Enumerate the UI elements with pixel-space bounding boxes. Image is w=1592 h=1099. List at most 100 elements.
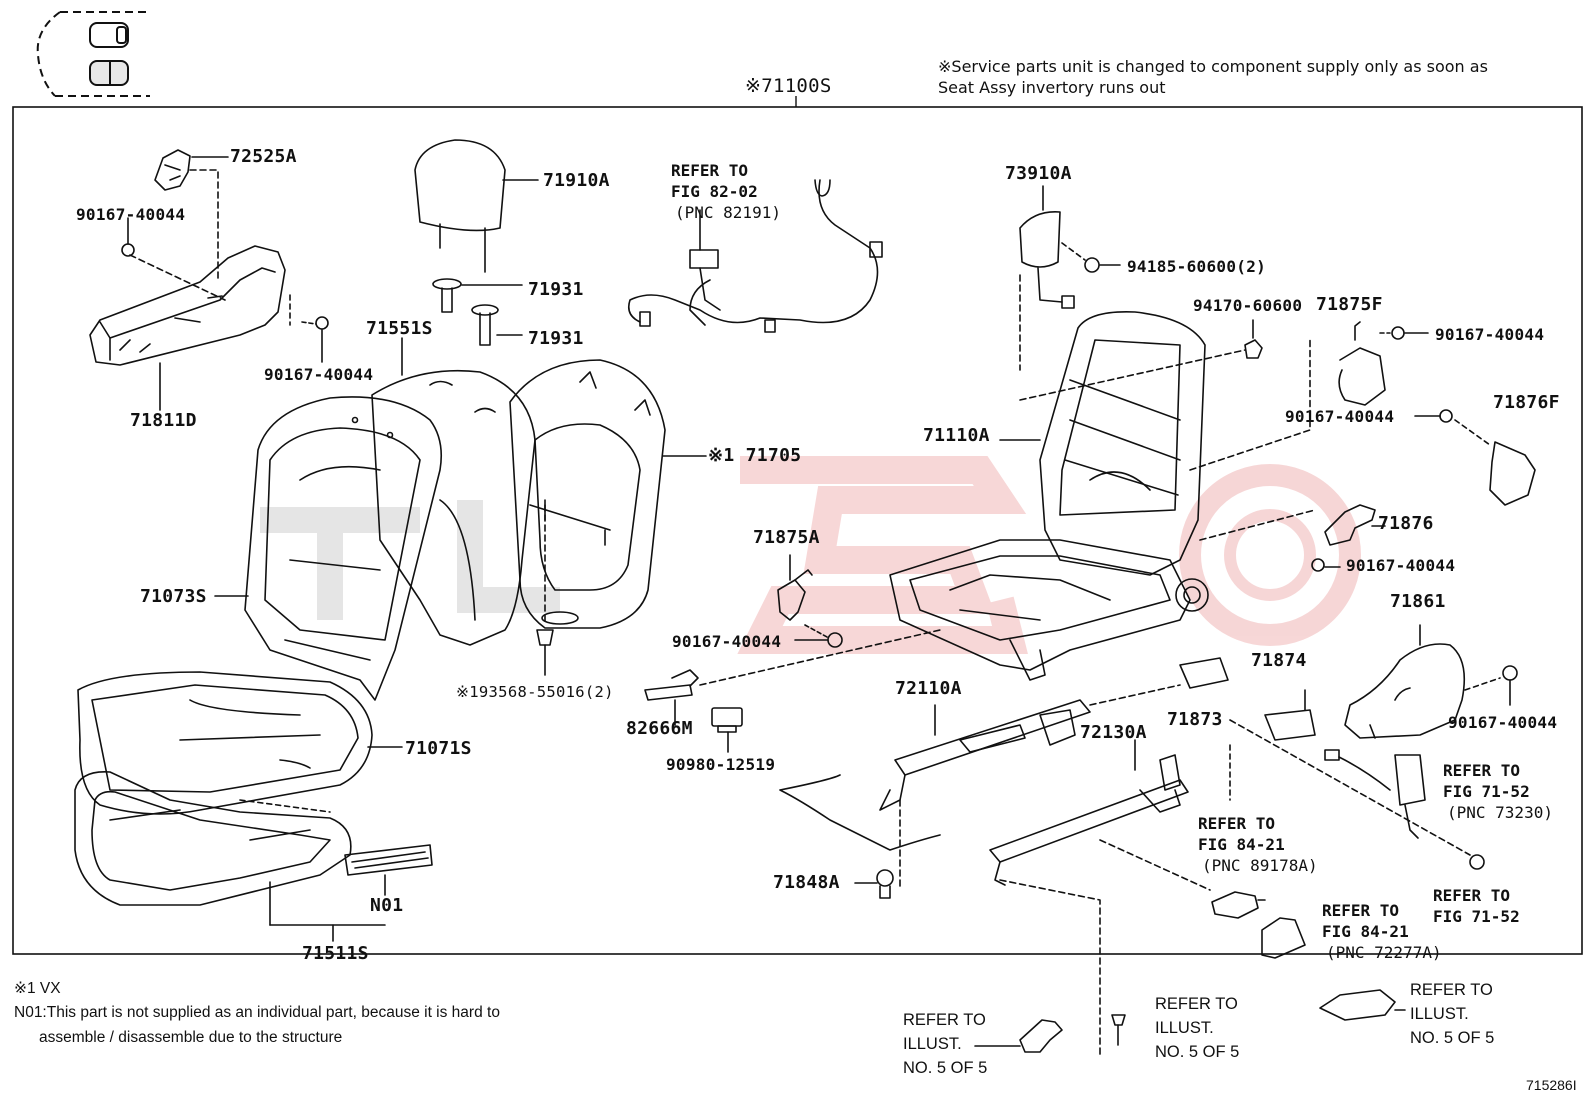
cover-71876-shape (1199, 504, 1386, 572)
ref-line: FIG 82-02 (671, 182, 758, 201)
drawing-id: 715286I (1526, 1077, 1577, 1093)
mat-n01-shape (344, 844, 433, 896)
part-label-72130a[interactable]: 72130A (1080, 722, 1147, 743)
ref-line: FIG 84-21 (1322, 922, 1409, 941)
part-label-71910a[interactable]: 71910A (543, 170, 610, 191)
refer-fig-71-52-b[interactable]: REFER TO FIG 71-52 (1433, 885, 1520, 927)
part-label-90167-40044-d[interactable]: 90167-40044 (1435, 325, 1545, 344)
airbag-73910a-shape (1019, 185, 1121, 371)
seat-locator-icon (36, 11, 150, 97)
cover-71875a-shape (699, 554, 941, 686)
illust-line: NO. 5 OF 5 (903, 1059, 988, 1077)
part-label-71110a[interactable]: 71110A (923, 425, 990, 446)
back-cover-71551s-shape (371, 337, 536, 646)
part-label-71931-b[interactable]: 71931 (528, 328, 584, 349)
illust-line: ILLUST. (1410, 1005, 1469, 1023)
assy-code-label: ※71100S (745, 75, 832, 97)
part-label-71073s[interactable]: 71073S (140, 586, 207, 607)
ref-pnc: (PNC 89178A) (1202, 856, 1318, 875)
clip-93568-shape (536, 504, 579, 676)
cover-71705-shape (509, 359, 707, 629)
illust-line: REFER TO (903, 1011, 986, 1029)
frame-71110a-shape (889, 311, 1311, 681)
service-note-line-2: Seat Assy invertory runs out (938, 78, 1166, 97)
part-label-90167-40044-g[interactable]: 90167-40044 (1448, 713, 1558, 732)
footnote-vx: ※1 VX (14, 980, 61, 997)
ref-line: REFER TO (1433, 886, 1511, 905)
ref-line: REFER TO (1322, 901, 1400, 920)
part-label-90167-40044-c[interactable]: 90167-40044 (672, 632, 782, 651)
cover-71875f-shape (1338, 321, 1429, 406)
service-note: ※Service parts unit is changed to compon… (938, 56, 1488, 98)
ref-line: FIG 71-52 (1443, 782, 1530, 801)
refer-fig-84-21-a[interactable]: REFER TO FIG 84-21 (PNC 89178A) (1198, 813, 1318, 876)
part-label-90167-40044-e[interactable]: 90167-40044 (1285, 407, 1395, 426)
part-label-71511s[interactable]: 71511S (302, 943, 369, 964)
part-label-72525a[interactable]: 72525A (230, 146, 297, 167)
service-note-line-1: ※Service parts unit is changed to compon… (938, 57, 1488, 76)
watermark-graphic (260, 456, 1361, 654)
connector-82666m-shape (644, 669, 743, 753)
ref-line: REFER TO (1443, 761, 1521, 780)
refer-illust-b[interactable]: REFER TO ILLUST. NO. 5 OF 5 (1155, 992, 1239, 1064)
part-label-71848a[interactable]: 71848A (773, 872, 840, 893)
illust-line: ILLUST. (1155, 1019, 1214, 1037)
refer-fig-84-21-b[interactable]: REFER TO FIG 84-21 (PNC 72277A) (1322, 900, 1442, 963)
refer-illust-c[interactable]: REFER TO ILLUST. NO. 5 OF 5 (1410, 978, 1494, 1050)
part-label-82666m[interactable]: 82666M (626, 718, 693, 739)
part-label-71875f[interactable]: 71875F (1316, 294, 1383, 315)
wire-harness-shape (627, 179, 883, 333)
footnote-n01-cont: assemble / disassemble due to the struct… (39, 1029, 343, 1046)
part-label-71873[interactable]: 71873 (1167, 709, 1223, 730)
ref-line: REFER TO (1198, 814, 1276, 833)
illust-line: REFER TO (1410, 981, 1493, 999)
part-label-90980-12519[interactable]: 90980-12519 (666, 755, 776, 774)
part-label-71861[interactable]: 71861 (1390, 591, 1446, 612)
bracket-71874-shape (1179, 657, 1316, 801)
illust-line: NO. 5 OF 5 (1155, 1043, 1240, 1061)
wire-71848a-shape (779, 774, 941, 899)
part-label-71875a[interactable]: 71875A (753, 527, 820, 548)
rail-72110a-shape (879, 684, 1181, 891)
nut-94170-shape (1244, 319, 1263, 359)
rail-72130a-shape (989, 739, 1211, 1056)
part-label-94170-60600[interactable]: 94170-60600 (1193, 296, 1303, 315)
part-label-90167-40044-f[interactable]: 90167-40044 (1346, 556, 1456, 575)
part-label-n01[interactable]: N01 (370, 895, 404, 916)
footnote-n01: N01:This part is not supplied as an indi… (14, 1004, 500, 1021)
part-label-71876[interactable]: 71876 (1378, 513, 1434, 534)
guide-71931-shape (432, 278, 523, 346)
ref-line: REFER TO (671, 161, 749, 180)
diagram-border (12, 106, 1583, 955)
part-label-93568-55016[interactable]: ※193568-55016(2) (456, 683, 614, 701)
sensor-89178a-shape (1211, 891, 1266, 919)
part-label-72110a[interactable]: 72110A (895, 678, 962, 699)
part-label-94185-60600[interactable]: 94185-60600(2) (1127, 257, 1267, 276)
part-label-71811d[interactable]: 71811D (130, 410, 197, 431)
clip-72525a-shape (154, 149, 229, 281)
part-label-90167-40044-a[interactable]: 90167-40044 (76, 205, 186, 224)
seat-belt-buckle-shape (1229, 719, 1485, 870)
part-label-73910a[interactable]: 73910A (1005, 163, 1072, 184)
refer-illust-a[interactable]: REFER TO ILLUST. NO. 5 OF 5 (903, 1008, 987, 1080)
cover-71876f-shape (1414, 409, 1536, 506)
cushion-pad-71511s-shape (74, 771, 386, 942)
part-label-71876f[interactable]: 71876F (1493, 392, 1560, 413)
refer-fig-82-02[interactable]: REFER TO FIG 82-02 (PNC 82191) (671, 160, 781, 223)
ref-line: FIG 71-52 (1433, 907, 1520, 926)
part-label-71705[interactable]: ※1 71705 (708, 445, 802, 466)
ref-pnc: (PNC 82191) (675, 203, 781, 222)
part-label-71071s[interactable]: 71071S (405, 738, 472, 759)
illust-parts-shapes (974, 989, 1406, 1053)
part-label-71874[interactable]: 71874 (1251, 650, 1307, 671)
refer-fig-71-52-a[interactable]: REFER TO FIG 71-52 (PNC 73230) (1443, 760, 1553, 823)
ref-pnc: (PNC 73230) (1447, 803, 1553, 822)
cover-71811d-shape (89, 217, 329, 411)
part-label-90167-40044-b[interactable]: 90167-40044 (264, 365, 374, 384)
part-label-71931-a[interactable]: 71931 (528, 279, 584, 300)
illust-line: REFER TO (1155, 995, 1238, 1013)
part-label-71551s[interactable]: 71551S (366, 318, 433, 339)
back-pad-71073s-shape (214, 396, 443, 701)
cover-72277a-shape (1261, 917, 1306, 959)
